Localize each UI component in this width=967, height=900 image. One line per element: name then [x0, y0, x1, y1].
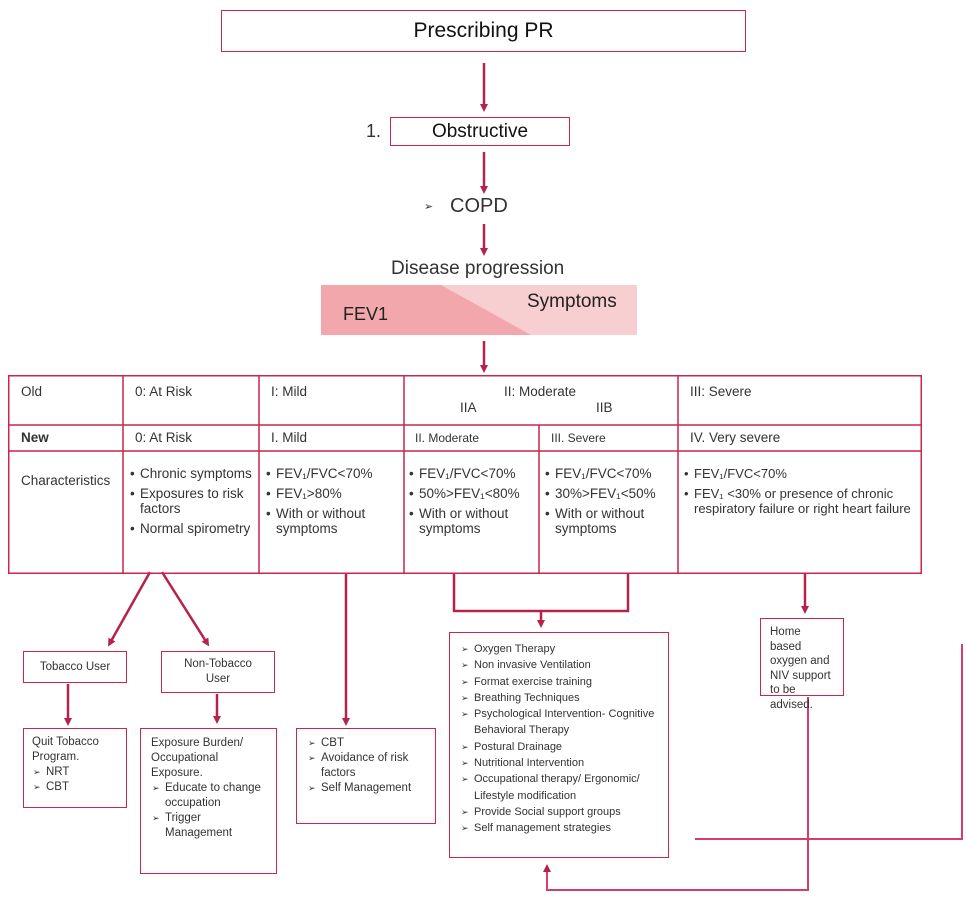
quit-program-item: NRT	[32, 765, 118, 780]
moderate-interventions-box: Oxygen Therapy Non invasive Ventilation …	[449, 632, 669, 858]
old-mild: I: Mild	[271, 384, 308, 399]
fev1-label: FEV1	[343, 304, 389, 324]
char-moderate-list: FEV₁/FVC<70% 50%>FEV₁<80% With or withou…	[409, 466, 537, 541]
copd-label: COPD	[450, 195, 508, 217]
mild-intervention-item: Self Management	[307, 781, 425, 796]
char-moderate-item: 50%>FEV₁<80%	[409, 486, 537, 501]
exposure-item: Educate to change occupation	[151, 781, 266, 811]
char-severe-item: FEV₁/FVC<70%	[545, 466, 675, 481]
obstructive-box: Obstructive	[390, 117, 570, 146]
title-box: Prescribing PR	[221, 10, 746, 52]
moderate-interventions-list: Oxygen Therapy Non invasive Ventilation …	[460, 641, 658, 837]
return-line-right	[695, 644, 963, 840]
classification-table-grid	[8, 375, 922, 574]
char-at-risk-item: Exposures to risk factors	[130, 486, 255, 516]
old-moderate: II: Moderate	[504, 384, 577, 399]
exposure-title: Exposure Burden/ Occupational Exposure.	[151, 737, 244, 779]
arrow-to-non-tobacco-user	[160, 571, 210, 647]
non-tobacco-user-box: Non-Tobacco User	[161, 651, 275, 693]
old-at-risk: 0: At Risk	[135, 384, 193, 399]
moderate-intervention-item: Format exercise training	[460, 674, 658, 691]
moderate-intervention-item: Oxygen Therapy	[460, 641, 658, 658]
moderate-intervention-item: Non invasive Ventilation	[460, 657, 658, 674]
symptoms-label: Symptoms	[527, 291, 617, 312]
char-severe-item: 30%>FEV₁<50%	[545, 486, 675, 501]
old-row-label: Old	[21, 384, 43, 399]
exposure-item: Trigger Management	[151, 811, 266, 841]
obstructive-label: Obstructive	[431, 120, 529, 142]
old-moderate-iia: IIA	[460, 400, 477, 415]
quit-program-list: NRT CBT	[32, 765, 118, 795]
copd-bullet-icon: ➢	[424, 201, 434, 213]
moderate-intervention-item: Postural Drainage	[460, 739, 658, 756]
char-very-severe-item: FEV₁/FVC<70%	[684, 466, 920, 481]
moderate-intervention-item: Occupational therapy/ Ergonomic/ Lifesty…	[460, 771, 658, 804]
new-at-risk: 0: At Risk	[135, 430, 193, 445]
old-moderate-iib: IIB	[596, 400, 613, 415]
bracket-moderate	[452, 574, 630, 613]
return-line-bottom	[543, 697, 809, 891]
char-very-severe-list: FEV₁/FVC<70% FEV₁ <30% or presence of ch…	[684, 466, 920, 521]
new-row-label: New	[21, 430, 49, 445]
exposure-box: Exposure Burden/ Occupational Exposure. …	[140, 728, 277, 874]
progression-bar	[321, 285, 637, 335]
char-severe-list: FEV₁/FVC<70% 30%>FEV₁<50% With or withou…	[545, 466, 675, 541]
mild-interventions-box: CBT Avoidance of risk factors Self Manag…	[296, 728, 436, 824]
home-oxygen-box: Home based oxygen and NIV support to be …	[760, 618, 844, 711]
quit-program-item: CBT	[32, 780, 118, 795]
moderate-intervention-item: Breathing Techniques	[460, 690, 658, 707]
exposure-list: Educate to change occupation Trigger Man…	[151, 781, 266, 841]
char-mild-item: With or without symptoms	[266, 506, 398, 536]
quit-program-box: Quit Tobacco Program. NRT CBT	[23, 728, 127, 808]
mild-intervention-item: CBT	[307, 736, 425, 751]
moderate-intervention-item: Psychological Intervention- Cognitive Be…	[460, 706, 658, 739]
mild-interventions-list: CBT Avoidance of risk factors Self Manag…	[307, 736, 425, 796]
char-mild-list: FEV₁/FVC<70% FEV₁>80% With or without sy…	[266, 466, 398, 541]
moderate-intervention-item: Self management strategies	[460, 820, 658, 837]
char-severe-item: With or without symptoms	[545, 506, 675, 536]
title-text: Prescribing PR	[413, 19, 554, 42]
char-mild-item: FEV₁/FVC<70%	[266, 466, 398, 481]
moderate-intervention-item: Provide Social support groups	[460, 804, 658, 821]
step-number: 1.	[366, 121, 382, 141]
home-oxygen-text: Home based oxygen and NIV support to be …	[770, 626, 831, 711]
char-moderate-item: With or without symptoms	[409, 506, 537, 536]
new-severe: III. Severe	[551, 431, 606, 445]
non-tobacco-user-label: Non-Tobacco User	[184, 658, 252, 685]
new-very-severe: IV. Very severe	[690, 430, 781, 445]
char-mild-item: FEV₁>80%	[266, 486, 398, 501]
characteristics-label: Characteristics	[21, 473, 111, 488]
char-at-risk-item: Normal spirometry	[130, 521, 255, 536]
char-at-risk-list: Chronic symptoms Exposures to risk facto…	[130, 466, 255, 541]
mild-intervention-item: Avoidance of risk factors	[307, 751, 425, 781]
char-at-risk-item: Chronic symptoms	[130, 466, 255, 481]
moderate-intervention-item: Nutritional Intervention	[460, 755, 658, 772]
old-severe: III: Severe	[690, 384, 752, 399]
char-moderate-item: FEV₁/FVC<70%	[409, 466, 537, 481]
quit-program-title: Quit Tobacco Program.	[32, 736, 99, 763]
progression-heading: Disease progression	[391, 258, 565, 279]
new-mild: I. Mild	[271, 430, 308, 445]
char-very-severe-item: FEV₁ <30% or presence of chronic respira…	[684, 486, 920, 516]
arrow-to-tobacco-user	[108, 571, 152, 647]
tobacco-user-label: Tobacco User	[39, 660, 111, 673]
new-moderate: II. Moderate	[415, 431, 480, 445]
tobacco-user-box: Tobacco User	[23, 651, 127, 683]
